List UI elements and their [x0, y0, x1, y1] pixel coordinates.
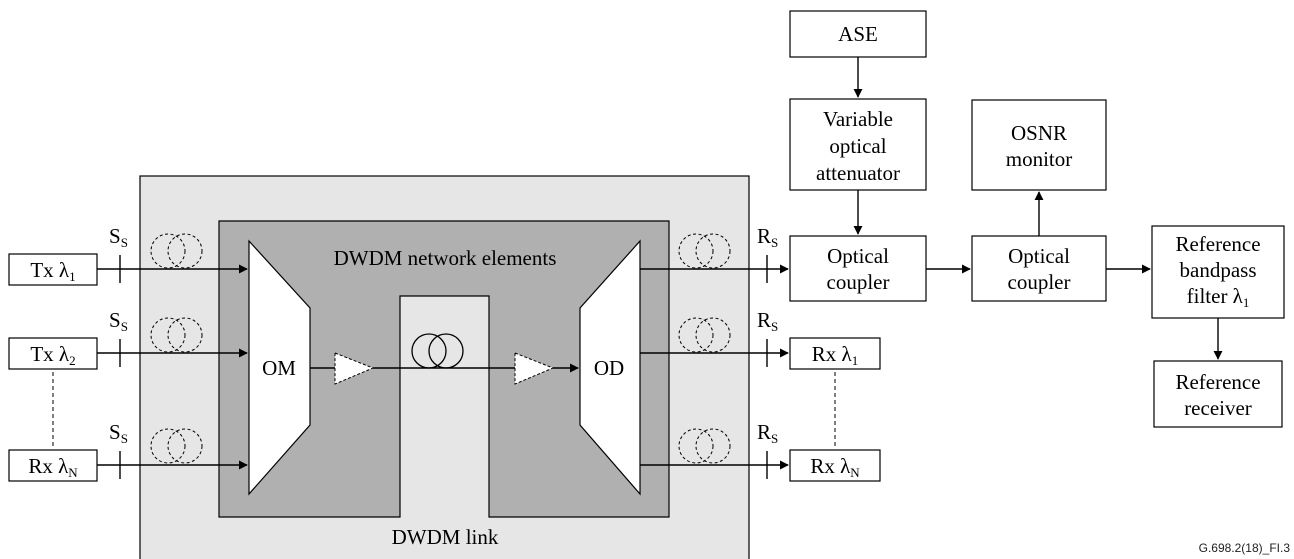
dwdm-network-elements-label: DWDM network elements: [334, 246, 557, 270]
rs-point-3: RS: [757, 420, 778, 479]
svg-text:RS: RS: [757, 420, 778, 446]
svg-text:SS: SS: [109, 420, 128, 446]
rx-lambda-n-left-box: Rx λN: [8, 449, 98, 482]
amplifier-1-icon: [334, 352, 375, 385]
svg-text:monitor: monitor: [1006, 147, 1073, 171]
svg-text:Reference: Reference: [1175, 232, 1260, 256]
rs-point-2: RS: [757, 308, 778, 367]
rs-point-1: RS: [757, 224, 778, 283]
figure-reference: G.698.2(18)_FI.3: [1199, 541, 1291, 555]
svg-text:Rx λ1: Rx λ1: [812, 342, 858, 368]
osnr-monitor-box: OSNR monitor: [971, 99, 1107, 191]
svg-text:Rx λN: Rx λN: [28, 454, 78, 480]
ase-box: ASE: [789, 10, 927, 58]
svg-text:OSNR: OSNR: [1011, 121, 1067, 145]
optical-coupler-1-box: Optical coupler: [789, 235, 927, 302]
svg-text:Variable: Variable: [823, 107, 893, 131]
ss-point-3: SS: [109, 420, 128, 479]
svg-text:attenuator: attenuator: [816, 161, 900, 185]
om-label: OM: [262, 356, 296, 380]
svg-text:Reference: Reference: [1175, 370, 1260, 394]
svg-text:Tx λ1: Tx λ1: [30, 258, 75, 284]
om-multiplexer: [248, 239, 311, 496]
svg-text:Optical: Optical: [827, 244, 889, 268]
svg-text:SS: SS: [109, 308, 128, 334]
svg-text:Tx λ2: Tx λ2: [30, 342, 75, 368]
dwdm-network-elements-region: [218, 220, 670, 518]
tx-lambda-1-box: Tx λ1: [8, 253, 98, 286]
rx-lambda-n-right-box: Rx λN: [789, 449, 881, 482]
dwdm-link-label: DWDM link: [392, 525, 499, 549]
rx-lambda-1-box: Rx λ1: [789, 337, 881, 370]
svg-text:SS: SS: [109, 224, 128, 250]
svg-text:RS: RS: [757, 308, 778, 334]
reference-receiver-box: Reference receiver: [1153, 360, 1283, 428]
ss-point-2: SS: [109, 308, 128, 367]
svg-text:filter λ1: filter λ1: [1187, 284, 1250, 310]
od-demultiplexer: [579, 239, 641, 496]
svg-text:optical: optical: [829, 134, 886, 158]
variable-optical-attenuator-box: Variable optical attenuator: [789, 98, 927, 191]
svg-text:bandpass: bandpass: [1180, 258, 1257, 282]
svg-text:receiver: receiver: [1184, 396, 1252, 420]
svg-text:RS: RS: [757, 224, 778, 250]
amplifier-2-icon: [514, 352, 555, 385]
svg-text:ASE: ASE: [838, 22, 878, 46]
svg-text:coupler: coupler: [827, 270, 890, 294]
svg-text:Optical: Optical: [1008, 244, 1070, 268]
svg-text:Rx λN: Rx λN: [810, 454, 860, 480]
svg-text:coupler: coupler: [1008, 270, 1071, 294]
fibre-spool-icon: [411, 333, 464, 369]
tx-lambda-2-box: Tx λ2: [8, 337, 98, 370]
optical-coupler-2-box: Optical coupler: [971, 235, 1107, 302]
od-label: OD: [594, 356, 624, 380]
ss-point-1: SS: [109, 224, 128, 283]
reference-bandpass-filter-box: Reference bandpass filter λ1: [1151, 225, 1285, 319]
